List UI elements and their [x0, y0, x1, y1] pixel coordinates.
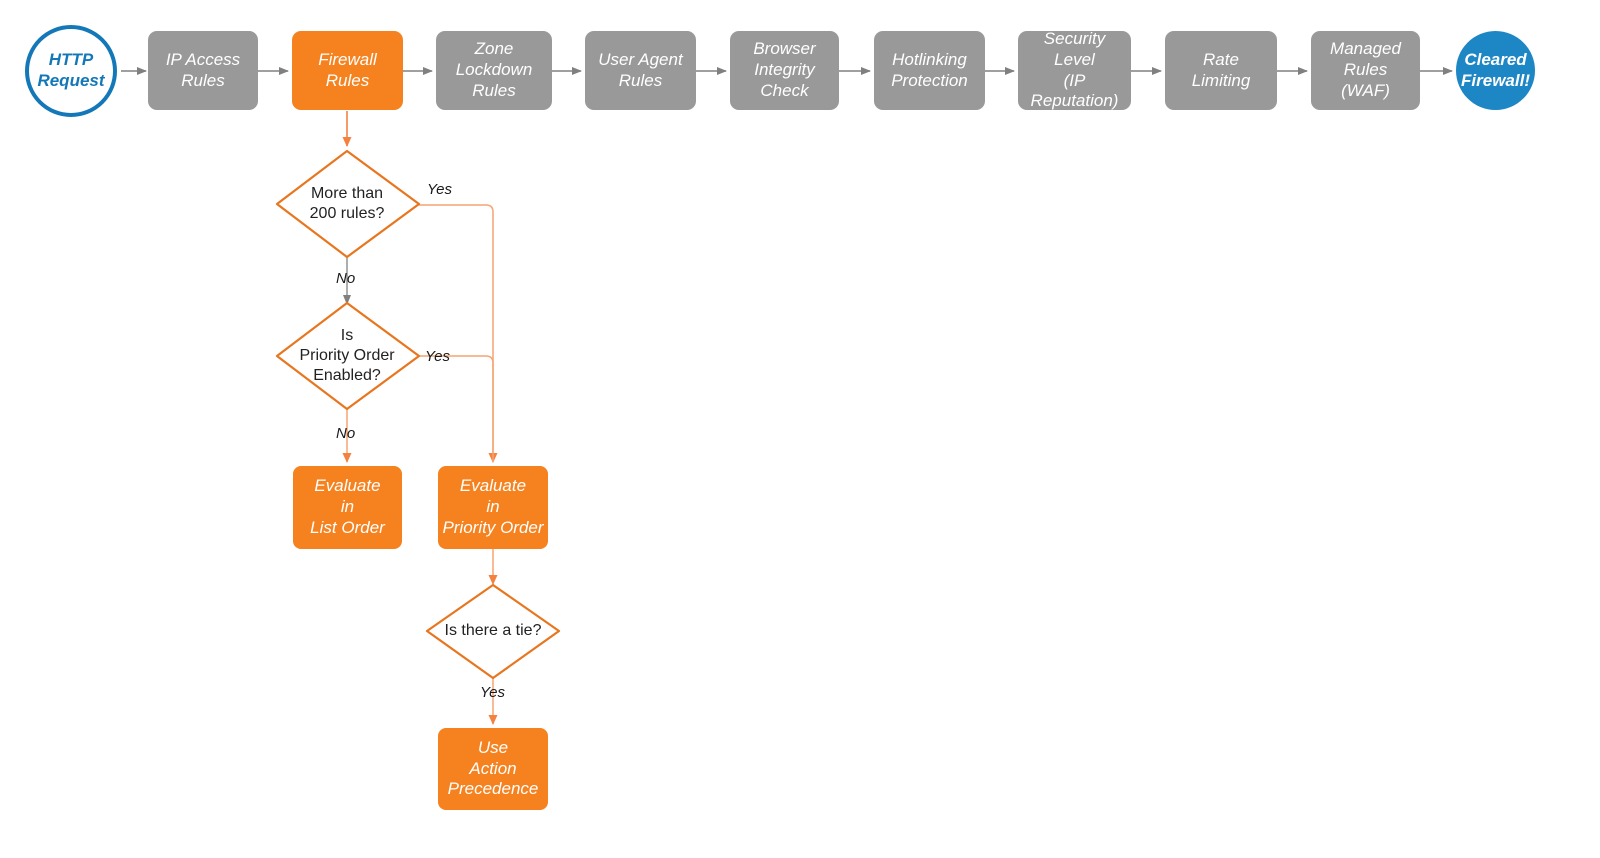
edge-label-tie-yes: Yes: [480, 684, 506, 701]
decision-more-than-200-rules-label: More than 200 rules?: [309, 185, 385, 222]
node-managed-rules-waf[interactable]: Managed Rules (WAF): [1311, 31, 1420, 110]
node-evaluate-in-list-order-label: Evaluate in List Order: [310, 476, 385, 537]
decision-more-than-200-rules[interactable]: More than 200 rules?: [282, 168, 412, 240]
decision-is-there-a-tie[interactable]: Is there a tie?: [430, 608, 556, 654]
node-hotlinking-protection-label: Hotlinking Protection: [891, 49, 968, 90]
edge-label-more-than-200-no: No: [336, 270, 356, 287]
node-cleared-firewall-label: Cleared Firewall!: [1461, 49, 1530, 90]
decision-is-there-a-tie-label: Is there a tie?: [444, 622, 542, 639]
node-ip-access-rules-label: IP Access Rules: [165, 49, 241, 90]
node-user-agent-rules-label: User Agent Rules: [598, 49, 683, 90]
node-zone-lockdown-rules[interactable]: Zone Lockdown Rules: [436, 31, 552, 110]
node-use-action-precedence[interactable]: Use Action Precedence: [438, 728, 548, 810]
edge-label-priority-order-no: No: [336, 425, 356, 442]
node-evaluate-in-priority-order[interactable]: Evaluate in Priority Order: [438, 466, 548, 549]
node-ip-access-rules[interactable]: IP Access Rules: [148, 31, 258, 110]
node-user-agent-rules[interactable]: User Agent Rules: [585, 31, 696, 110]
node-http-request-label: HTTP Request: [37, 50, 105, 90]
node-security-level-label: Security Level (IP Reputation): [1030, 29, 1119, 111]
node-managed-rules-waf-label: Managed Rules (WAF): [1330, 39, 1401, 100]
node-hotlinking-protection[interactable]: Hotlinking Protection: [874, 31, 985, 110]
node-browser-integrity-check[interactable]: Browser Integrity Check: [730, 31, 839, 110]
node-http-request[interactable]: HTTP Request: [25, 25, 117, 117]
node-browser-integrity-check-label: Browser Integrity Check: [753, 39, 816, 100]
edge-decision-200-yes: [419, 204, 498, 463]
node-firewall-rules-label: Firewall Rules: [318, 49, 377, 90]
decision-is-priority-order-enabled[interactable]: Is Priority Order Enabled?: [278, 320, 416, 392]
node-rate-limiting[interactable]: Rate Limiting: [1165, 31, 1277, 110]
node-use-action-precedence-label: Use Action Precedence: [447, 737, 539, 799]
edge-priority-order-yes: [419, 355, 494, 462]
decision-is-priority-order-enabled-label: Is Priority Order Enabled?: [299, 327, 395, 384]
edge-label-more-than-200-yes: Yes: [427, 181, 453, 198]
node-firewall-rules[interactable]: Firewall Rules: [292, 31, 403, 110]
node-cleared-firewall[interactable]: Cleared Firewall!: [1456, 31, 1535, 110]
node-evaluate-in-priority-order-label: Evaluate in Priority Order: [442, 476, 544, 537]
node-evaluate-in-list-order[interactable]: Evaluate in List Order: [293, 466, 402, 549]
node-rate-limiting-label: Rate Limiting: [1191, 49, 1251, 90]
node-zone-lockdown-rules-label: Zone Lockdown Rules: [455, 39, 533, 100]
edge-label-priority-order-yes: Yes: [425, 348, 451, 365]
node-security-level[interactable]: Security Level (IP Reputation): [1018, 29, 1131, 111]
